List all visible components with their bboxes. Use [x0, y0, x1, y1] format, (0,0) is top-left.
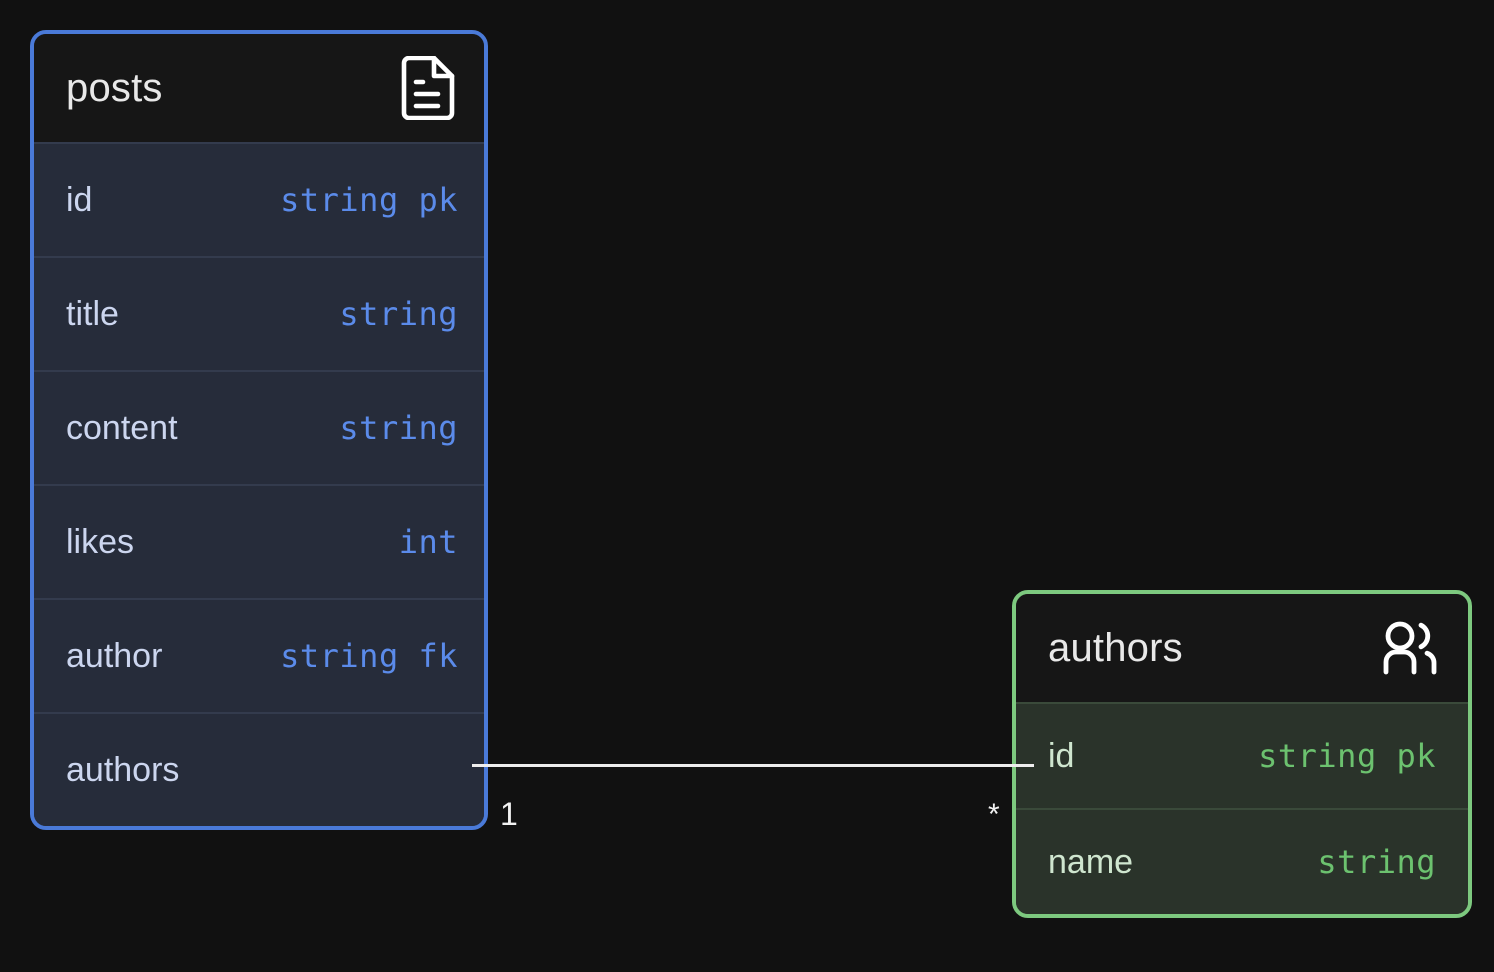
table-row[interactable]: id string pk [34, 142, 484, 256]
field-type: string pk [280, 181, 458, 219]
relationship-cardinality-target: * [988, 798, 1000, 831]
field-name: likes [66, 523, 135, 561]
field-type: string pk [1258, 737, 1436, 775]
field-type: string [339, 295, 458, 333]
field-name: content [66, 409, 178, 447]
table-row[interactable]: likes int [34, 484, 484, 598]
field-name: id [66, 181, 93, 219]
entity-authors-title: authors [1048, 626, 1183, 670]
field-name: id [1048, 737, 1075, 775]
field-name: title [66, 295, 119, 333]
table-row[interactable]: name string [1016, 808, 1468, 914]
field-type: string [339, 409, 458, 447]
relationship-line[interactable] [472, 764, 1034, 767]
document-icon [398, 55, 456, 121]
entity-posts-header: posts [34, 34, 484, 142]
entity-posts[interactable]: posts id string pk title string content … [30, 30, 488, 830]
table-row[interactable]: authors [34, 712, 484, 826]
table-row[interactable]: author string fk [34, 598, 484, 712]
table-row[interactable]: id string pk [1016, 702, 1468, 808]
entity-posts-title: posts [66, 66, 163, 110]
field-type: string fk [280, 637, 458, 675]
entity-authors[interactable]: authors id string pk name string [1012, 590, 1472, 918]
field-name: name [1048, 843, 1134, 881]
entity-authors-header: authors [1016, 594, 1468, 702]
users-icon [1378, 620, 1444, 676]
field-type: int [398, 523, 458, 561]
field-type: string [1317, 843, 1436, 881]
table-row[interactable]: content string [34, 370, 484, 484]
field-name: author [66, 637, 163, 675]
field-name: authors [66, 751, 180, 789]
table-row[interactable]: title string [34, 256, 484, 370]
relationship-cardinality-source: 1 [500, 796, 518, 832]
